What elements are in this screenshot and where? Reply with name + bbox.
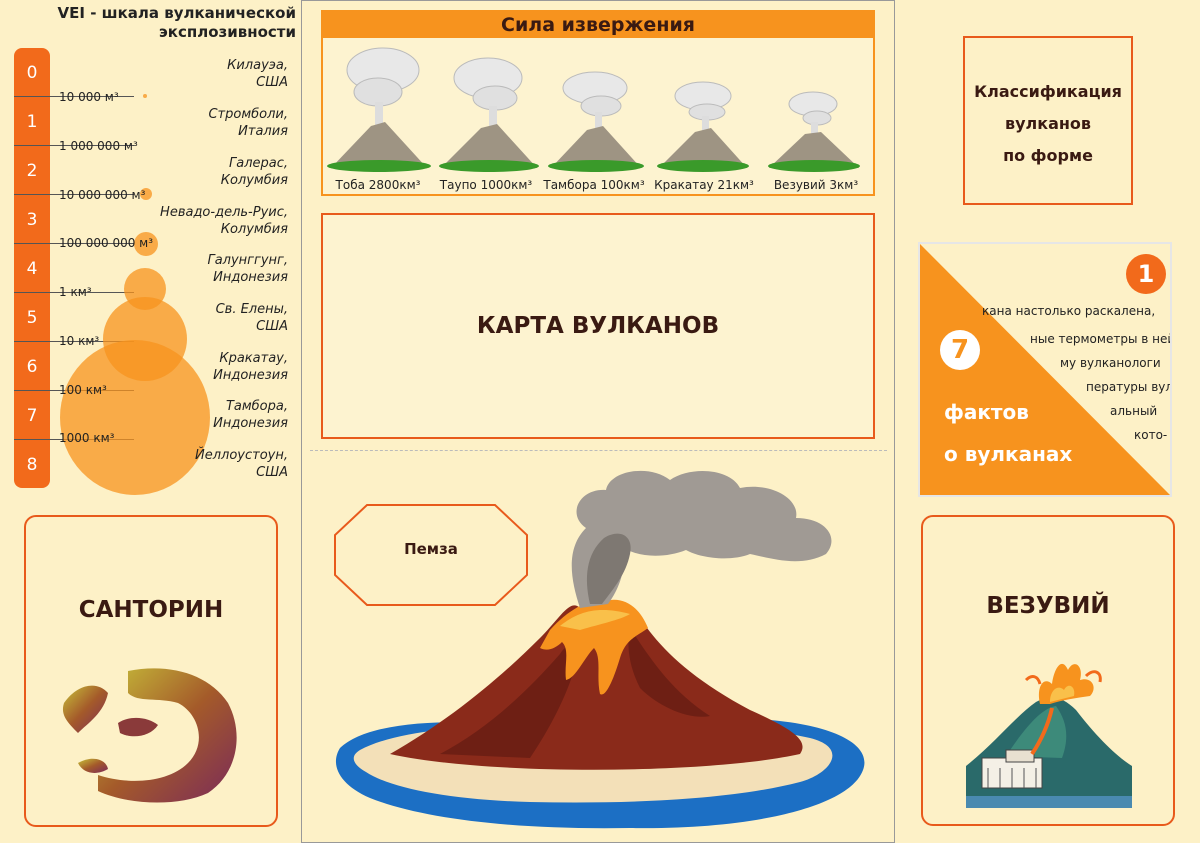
volcano-example: Стромболи,Италия bbox=[208, 107, 288, 139]
big-volcano-illustration bbox=[335, 470, 865, 829]
vei-level-4: 4 bbox=[26, 259, 38, 279]
volcano-label: Кракатау 21км³ bbox=[654, 178, 754, 192]
vei-level-6: 6 bbox=[26, 357, 38, 377]
volume-label: 10 000 м³ bbox=[59, 90, 119, 104]
facts-count-badge: 7 bbox=[940, 330, 980, 370]
vei-level-0: 0 bbox=[26, 63, 38, 83]
volcano-example: Йеллоустоун,США bbox=[195, 448, 288, 480]
facts-flap-triangle bbox=[920, 244, 1170, 495]
volume-label: 100 000 000 м³ bbox=[59, 236, 154, 250]
vei-title: VEI - шкала вулканической эксплозивности bbox=[57, 4, 296, 41]
volcano-label: Тоба 2800км³ bbox=[335, 178, 421, 192]
vei-scale-bar bbox=[14, 48, 50, 488]
classification-card[interactable] bbox=[963, 36, 1133, 205]
volcano-vesuvius-small bbox=[768, 91, 860, 172]
volume-circle bbox=[143, 94, 147, 98]
fact-text-line: ные термометры в ней bbox=[1030, 332, 1172, 346]
volcano-label: Везувий 3км³ bbox=[773, 178, 859, 192]
volcano-toba bbox=[327, 47, 431, 172]
volcano-tambora bbox=[548, 71, 644, 172]
volcano-example: Галерас,Колумбия bbox=[220, 156, 288, 188]
volcano-map-box[interactable]: КАРТА ВУЛКАНОВ bbox=[321, 213, 875, 439]
volcano-map-title: КАРТА ВУЛКАНОВ bbox=[476, 313, 720, 339]
vei-divider bbox=[14, 292, 134, 293]
vei-divider bbox=[14, 341, 134, 342]
fact-number-badge: 1 bbox=[1126, 254, 1166, 294]
volume-label: 10 км³ bbox=[59, 334, 100, 348]
vei-divider bbox=[14, 194, 134, 195]
facts-label-1: фактов bbox=[944, 400, 1029, 424]
vei-divider bbox=[14, 243, 134, 244]
vei-level-5: 5 bbox=[26, 308, 38, 328]
section-divider bbox=[310, 450, 887, 452]
volume-circle bbox=[134, 232, 158, 256]
vesuvius-illustration bbox=[966, 663, 1132, 808]
vei-level-8: 8 bbox=[26, 455, 38, 475]
volcano-label: Тамбора 100км³ bbox=[543, 178, 645, 192]
volcano-example: Галунггунг,Индонезия bbox=[207, 253, 288, 285]
volume-label: 100 км³ bbox=[59, 383, 107, 397]
volcano-example: Св. Елены,США bbox=[215, 302, 288, 334]
santorini-map bbox=[62, 668, 237, 803]
volcano-example: Тамбора,Индонезия bbox=[213, 399, 288, 431]
volume-label: 10 000 000 м³ bbox=[59, 188, 146, 202]
facts-card[interactable]: 1 7 кана настолько раскалена, ные термом… bbox=[918, 242, 1172, 497]
fact-text-line: пературы вул- bbox=[1086, 380, 1172, 394]
fact-text-line: му вулканологи bbox=[1060, 356, 1161, 370]
vei-divider bbox=[14, 96, 134, 97]
volume-label: 1 000 000 м³ bbox=[59, 139, 138, 153]
volume-label: 1 км³ bbox=[59, 285, 92, 299]
pumice-octagon[interactable] bbox=[333, 503, 529, 607]
volcano-example: Невадо-дель-Руис,Колумбия bbox=[160, 205, 288, 237]
volcano-krakatau bbox=[657, 81, 749, 172]
eruption-volcanoes bbox=[327, 47, 860, 172]
pumice-label: Пемза bbox=[404, 540, 458, 558]
vei-level-7: 7 bbox=[26, 406, 38, 426]
volcano-example: Килауэа,США bbox=[227, 58, 288, 90]
volcano-label: Таупо 1000км³ bbox=[439, 178, 533, 192]
fact-text-line: кото- bbox=[1134, 428, 1168, 442]
volume-label: 1000 км³ bbox=[59, 431, 115, 445]
santorini-title: САНТОРИН bbox=[78, 597, 224, 623]
vei-level-3: 3 bbox=[26, 210, 38, 230]
vei-divider bbox=[14, 145, 134, 146]
volume-circle bbox=[140, 188, 152, 200]
vesuvius-title: ВЕЗУВИЙ bbox=[986, 593, 1110, 619]
classification-text: Классификация вулканов по форме bbox=[974, 82, 1122, 165]
eruption-force-title: Сила извержения bbox=[323, 12, 873, 38]
volume-circle bbox=[60, 340, 210, 495]
fact-text-line: альный bbox=[1110, 404, 1158, 418]
facts-label-2: о вулканах bbox=[944, 442, 1073, 466]
vei-level-1: 1 bbox=[26, 112, 38, 132]
volcano-example: Кракатау,Индонезия bbox=[213, 351, 288, 383]
vei-level-2: 2 bbox=[26, 161, 38, 181]
volcano-taupo bbox=[439, 57, 539, 172]
fact-text-line: кана настолько раскалена, bbox=[982, 304, 1156, 318]
